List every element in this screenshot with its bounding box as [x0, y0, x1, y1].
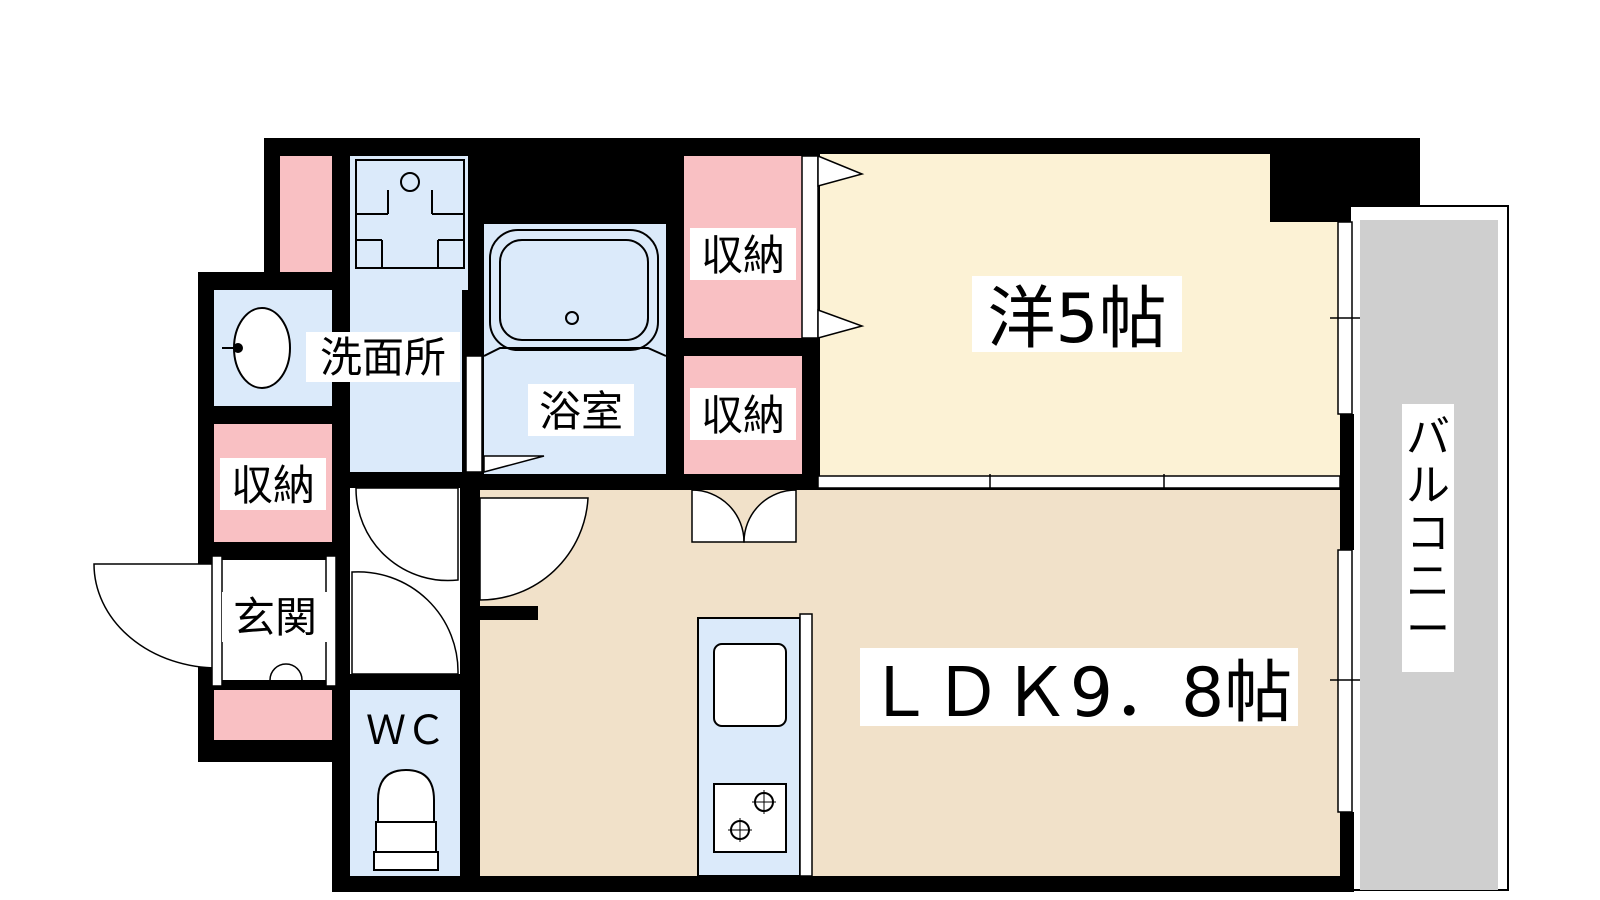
washing-machine-pan-icon — [355, 159, 465, 269]
storage-mid-bifold-doors — [691, 489, 797, 543]
two-burner-stove-icon — [713, 783, 787, 853]
label-balcony-char: ル — [1406, 460, 1450, 511]
room-labels: 洋5帖 ＬＤＫ9．8帖 洗面所 浴室 収納 収納 収納 玄関 ＷＣ バルコニー — [220, 228, 1454, 754]
bathroom-door — [483, 455, 545, 473]
label-balcony-char: バ — [1406, 412, 1450, 463]
label-storage-top: 収納 — [701, 231, 785, 280]
label-washroom: 洗面所 — [320, 333, 446, 382]
washroom-doorframe — [465, 355, 483, 473]
ldk-door — [479, 497, 589, 601]
sliding-partition — [817, 474, 1341, 490]
label-bathroom: 浴室 — [539, 387, 623, 436]
label-balcony-char: ー — [1406, 604, 1450, 655]
storage-bottom-floor — [214, 690, 332, 740]
storage-doors-western — [801, 154, 865, 339]
bathtub-icon — [483, 229, 667, 357]
label-balcony-char: ニ — [1406, 556, 1450, 607]
counter-edge — [799, 613, 813, 877]
label-western-room: 洋5帖 — [987, 280, 1166, 359]
entrance-frame-left — [211, 555, 223, 687]
label-ldk: ＬＤＫ9．8帖 — [866, 654, 1293, 733]
label-storage-mid: 収納 — [701, 391, 785, 440]
kitchen-sink-icon — [713, 643, 787, 727]
balcony-window — [1330, 221, 1360, 813]
label-entrance: 玄関 — [233, 593, 317, 642]
storage-laundry — [280, 156, 332, 272]
laundry-area — [350, 156, 468, 290]
label-wc: ＷＣ — [366, 708, 446, 754]
washbasin-icon — [222, 307, 291, 389]
label-storage-left: 収納 — [231, 461, 315, 510]
entrance-door — [93, 563, 219, 669]
label-balcony-char: コ — [1406, 508, 1450, 559]
entrance-step-arcs — [269, 663, 303, 681]
toilet-icon — [373, 768, 439, 871]
hallway-doors — [351, 487, 459, 675]
label-balcony: バルコニー — [1406, 412, 1450, 655]
